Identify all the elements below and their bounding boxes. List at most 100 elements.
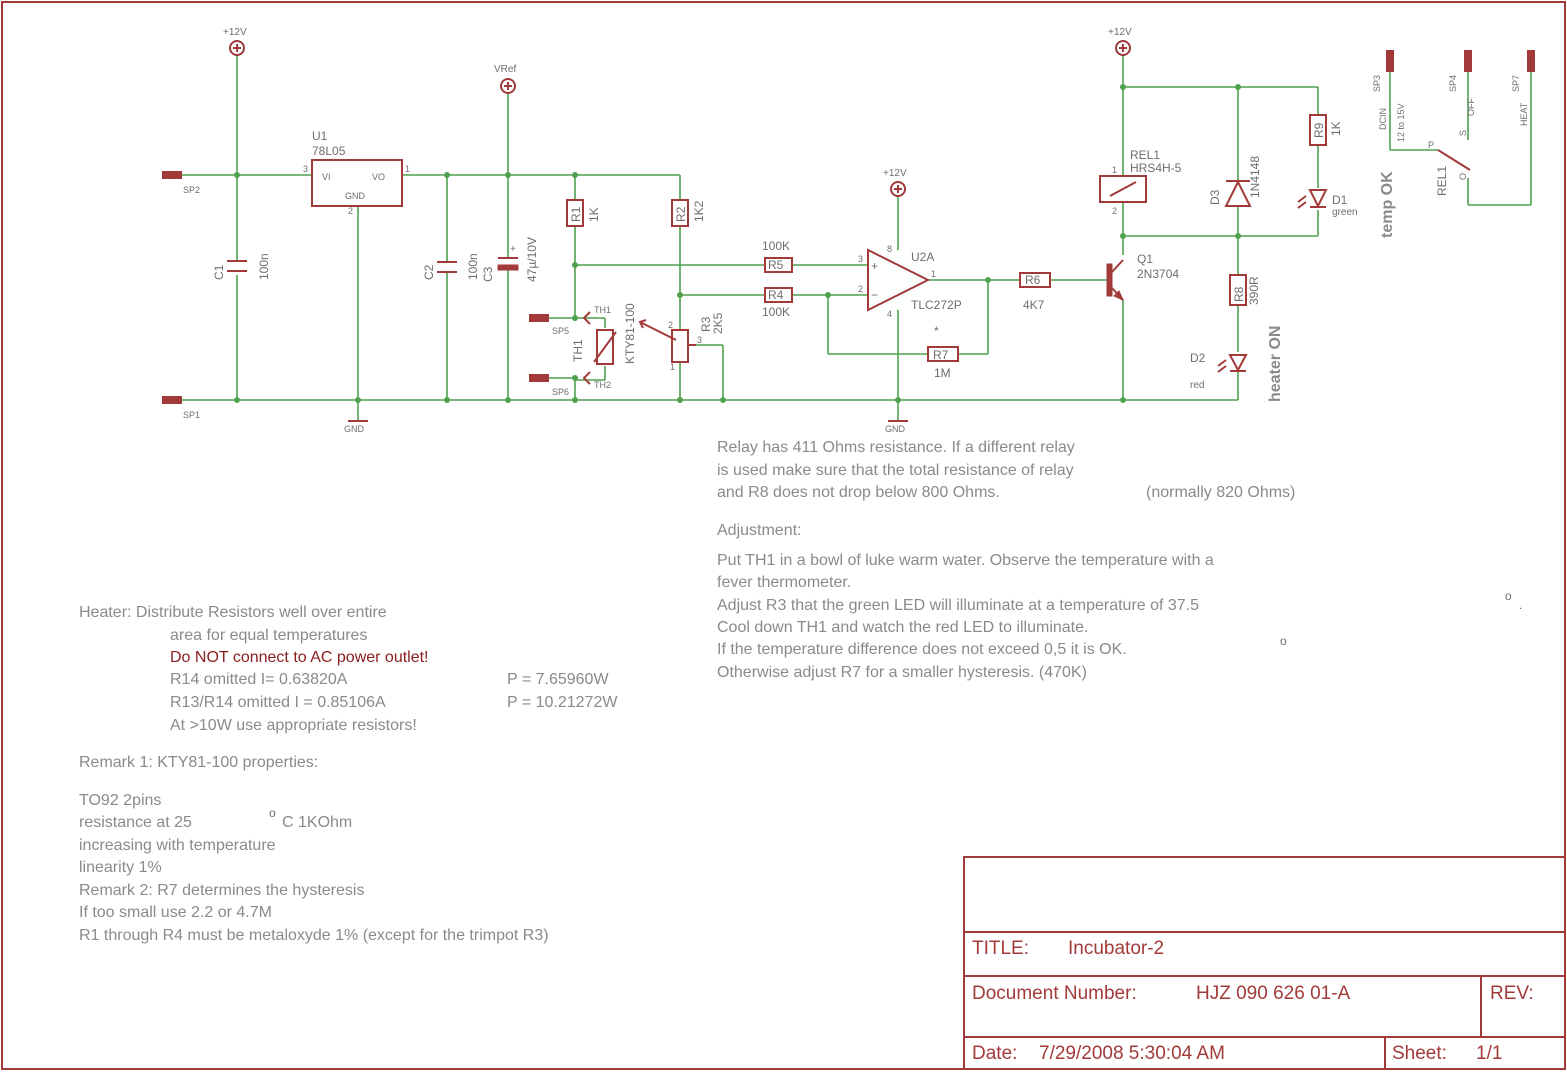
svg-text:SP5: SP5 (552, 326, 569, 336)
pad-sp6: SP6 (529, 374, 569, 397)
svg-text:D2: D2 (1190, 351, 1206, 365)
resistor-r2: R2 1K2 (671, 199, 706, 227)
diode-d3: D3 1N4148 (1208, 156, 1262, 207)
svg-text:Remark 2: R7 determines the hy: Remark 2: R7 determines the hysteresis (79, 882, 364, 899)
supply-symbol-opamp: +12V (883, 168, 907, 197)
svg-text:R9: R9 (1312, 122, 1326, 138)
svg-text:green: green (1332, 207, 1358, 218)
svg-text:HRS4H-5: HRS4H-5 (1130, 161, 1182, 175)
svg-text:4K7: 4K7 (1023, 298, 1045, 312)
resistor-r4: R4 100K (762, 287, 793, 319)
svg-text:U1: U1 (312, 129, 328, 143)
svg-text:1: 1 (931, 269, 936, 279)
svg-text:GND: GND (345, 191, 366, 201)
svg-text:2: 2 (348, 206, 353, 216)
svg-text:D3: D3 (1208, 189, 1222, 205)
svg-text:2N3704: 2N3704 (1137, 267, 1179, 281)
svg-text:TH1: TH1 (571, 339, 585, 362)
docnum-value: HJZ 090 626 01-A (1196, 983, 1351, 1004)
svg-text:R5: R5 (768, 258, 784, 272)
svg-text:SP3: SP3 (1372, 75, 1382, 92)
svg-text:increasing with temperature: increasing with temperature (79, 837, 276, 854)
svg-text:If the temperature difference: If the temperature difference does not e… (717, 641, 1127, 658)
svg-text:TH2: TH2 (594, 380, 611, 390)
svg-text:3: 3 (697, 335, 702, 345)
ground-symbol-u1: GND (344, 420, 368, 434)
svg-text:R1 through R4 must be metaloxy: R1 through R4 must be metaloxyde 1% (exc… (79, 927, 549, 944)
title-label: TITLE: (972, 938, 1029, 959)
vcc-label: +12V (223, 27, 247, 38)
relay-coil-rel1: REL1 HRS4H-5 1 2 (1099, 148, 1182, 216)
svg-text:C 1KOhm: C 1KOhm (282, 814, 352, 831)
svg-text:2: 2 (1112, 206, 1117, 216)
pad-sp3: SP3 DCIN 12 to 15V (1372, 50, 1406, 142)
svg-text:2K5: 2K5 (711, 312, 725, 334)
svg-text:Relay has 411 Ohms resistance.: Relay has 411 Ohms resistance. If a diff… (717, 439, 1075, 456)
svg-text:12 to 15V: 12 to 15V (1396, 103, 1406, 142)
svg-text:and R8 does not drop below 800: and R8 does not drop below 800 Ohms. (717, 484, 1000, 501)
relay-note: Relay has 411 Ohms resistance. If a diff… (717, 439, 1295, 501)
svg-text:S: S (1458, 130, 1468, 136)
svg-text:100K: 100K (762, 239, 790, 253)
sheet-label: Sheet: (1392, 1043, 1447, 1064)
svg-text:o: o (269, 806, 276, 820)
svg-text:100n: 100n (257, 253, 271, 280)
svg-text:8: 8 (887, 244, 892, 254)
resistor-r5: R5 100K (762, 239, 793, 273)
wires (170, 55, 1532, 420)
svg-text:P: P (1428, 140, 1434, 150)
svg-text:Adjust R3 that the green LED w: Adjust R3 that the green LED will illumi… (717, 597, 1199, 614)
svg-text:C2: C2 (422, 264, 436, 280)
svg-text:C1: C1 (212, 264, 226, 280)
svg-text:R13/R14 omitted I = 0.85106A: R13/R14 omitted I = 0.85106A (170, 694, 386, 711)
date-value: 7/29/2008 5:30:04 AM (1039, 1043, 1225, 1064)
svg-text:2: 2 (668, 320, 673, 330)
capacitor-c2: C2 100n (422, 253, 480, 280)
svg-text:If too small use 2.2 or 4.7M: If too small use 2.2 or 4.7M (79, 904, 272, 921)
svg-text:VI: VI (322, 172, 331, 182)
svg-text:(normally 820 Ohms): (normally 820 Ohms) (1146, 484, 1295, 501)
svg-text:100K: 100K (762, 305, 790, 319)
resistor-r9: R9 1K (1309, 114, 1343, 146)
rev-label: REV: (1490, 983, 1534, 1004)
svg-text:REL1: REL1 (1130, 148, 1160, 162)
svg-text:area for equal temperatures: area for equal temperatures (170, 627, 367, 644)
svg-text:Remark 1: KTY81-100 properties: Remark 1: KTY81-100 properties: (79, 754, 318, 771)
svg-text:Q1: Q1 (1137, 252, 1153, 266)
svg-text:−: − (871, 288, 878, 302)
svg-text:P = 10.21272W: P = 10.21272W (507, 694, 618, 711)
svg-text:TLC272P: TLC272P (911, 298, 962, 312)
svg-text:o: o (1505, 589, 1512, 603)
warning-text: Do NOT connect to AC power outlet! (170, 649, 429, 666)
svg-text:o: o (1280, 634, 1287, 648)
adjustment-note: Adjustment: Put TH1 in a bowl of luke wa… (717, 522, 1522, 681)
ground-symbol-opamp: GND (885, 420, 908, 434)
svg-text:R8: R8 (1232, 286, 1246, 302)
resistor-r7: R7 1M * (927, 324, 959, 380)
svg-text:1M: 1M (934, 366, 951, 380)
svg-text:1: 1 (405, 164, 410, 174)
svg-text:1N4148: 1N4148 (1248, 156, 1262, 198)
remarks-note: Remark 1: KTY81-100 properties: TO92 2pi… (79, 754, 549, 944)
svg-text:U2A: U2A (911, 250, 934, 264)
opamp-u2a: + − U2A TLC272P 3 2 1 8 4 (858, 244, 962, 319)
svg-text:Cool down TH1 and watch the re: Cool down TH1 and watch the red LED to i… (717, 619, 1088, 636)
svg-text:1K2: 1K2 (692, 200, 706, 222)
svg-text:SP2: SP2 (183, 185, 200, 195)
sheet-value: 1/1 (1476, 1043, 1502, 1064)
svg-text:3: 3 (858, 254, 863, 264)
svg-text:R2: R2 (674, 206, 688, 222)
regulator-u1: U1 78L05 VI VO GND 3 1 2 (303, 129, 410, 216)
pad-sp1: SP1 (162, 396, 200, 420)
svg-text:1: 1 (1112, 165, 1117, 175)
pad-sp7: SP7 HEAT (1511, 50, 1535, 126)
pad-sp2: SP2 (162, 171, 200, 195)
date-label: Date: (972, 1043, 1017, 1064)
relay-switch-rel1: P S O REL1 (1428, 130, 1471, 196)
svg-text:fever thermometer.: fever thermometer. (717, 574, 851, 591)
svg-text:is used make sure that the tot: is used make sure that the total resista… (717, 462, 1074, 479)
svg-text:*: * (934, 324, 939, 338)
title-value: Incubator-2 (1068, 938, 1164, 959)
svg-text:4: 4 (887, 309, 892, 319)
